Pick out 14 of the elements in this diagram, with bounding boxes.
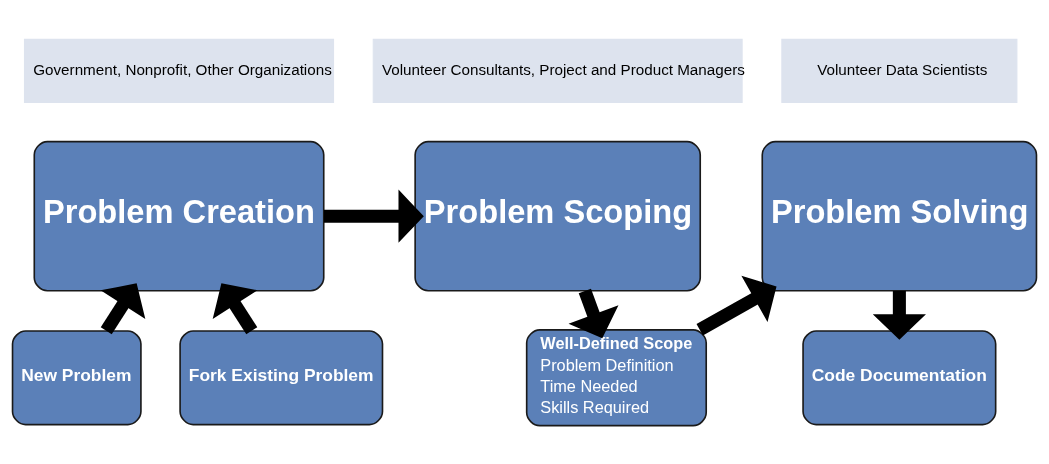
node-box: Well-Defined Scope Problem Definition Time Needed Skills Required <box>525 328 708 426</box>
node-box: Problem Creation <box>33 140 325 292</box>
arrow <box>100 282 146 334</box>
node-box: Volunteer Consultants, Project and Product Managers <box>372 38 743 103</box>
node-box: Fork Existing Problem <box>179 329 384 425</box>
node-box: Government, Nonprofit, Other Organizations <box>23 38 335 103</box>
node-box: Code Documentation <box>802 329 997 425</box>
node-box: New Problem <box>11 329 142 425</box>
arrow <box>323 189 424 243</box>
arrow <box>696 275 777 335</box>
arrow <box>872 290 926 340</box>
node-box: Problem Scoping <box>414 140 702 292</box>
node-box: Problem Solving <box>761 140 1038 292</box>
node-box: Volunteer Data Scientists <box>781 38 1018 103</box>
